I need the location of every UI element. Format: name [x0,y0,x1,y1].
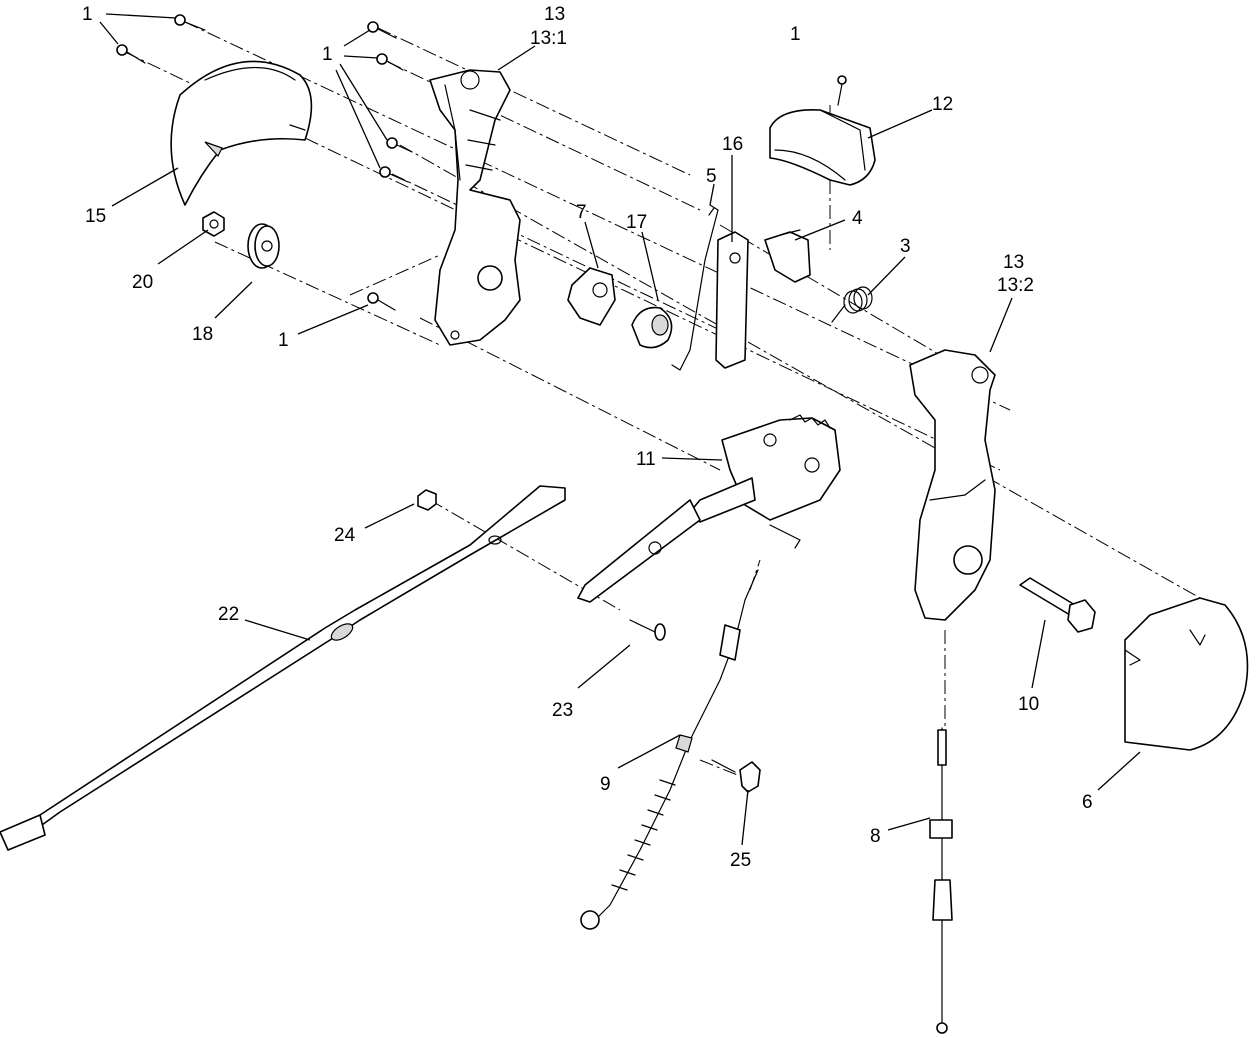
callout-4: 4 [852,208,863,229]
callout-3: 3 [900,236,911,257]
pivot-bolt-part [1019,577,1096,633]
screw-icon [367,21,397,39]
callout-18: 18 [192,324,213,345]
screw-icon [376,53,404,71]
nut-part [417,489,437,511]
callout-13: 13 [544,4,565,25]
callout-10: 10 [1018,694,1039,715]
bolt-part [711,759,761,793]
callout-17: 17 [626,212,647,233]
pin-part [629,619,666,641]
callout-1: 1 [82,4,93,25]
pawl-part [567,267,616,326]
callout-16: 16 [722,134,743,155]
callout-13-2: 13:2 [997,275,1034,296]
callout-20: 20 [132,272,153,293]
callout-5: 5 [706,166,717,187]
callout-8: 8 [870,826,881,847]
screw-icon [386,137,413,153]
callout-6: 6 [1082,792,1093,813]
left-cover-part [170,60,313,206]
bushing-part [631,306,673,349]
callout-13-1: 13:1 [530,28,567,49]
screw-icon [367,292,396,311]
callout-24: 24 [334,525,356,546]
screw-set [116,14,847,311]
lever-bracket-part [577,414,841,603]
cable-part [929,727,953,1034]
callout-25: 25 [730,850,751,871]
nut-part [202,211,225,237]
spring-part [831,286,873,323]
screw-icon [116,44,146,64]
cable-part [580,569,759,930]
handle-cap-part [769,109,876,186]
callout-23: 23 [552,700,573,721]
callout-7: 7 [576,202,587,223]
leader-lines [99,13,1141,846]
plate-part [715,231,749,369]
washer-part [247,223,280,269]
callout-labels: 1 1 13 13:1 1 12 16 15 5 7 17 4 3 13 13:… [82,4,1093,871]
callout-1: 1 [278,330,289,351]
screw-icon [379,166,409,183]
screw-icon [837,75,847,106]
right-bracket-part [909,349,996,621]
rod-part [671,204,719,371]
callout-11: 11 [636,449,656,470]
callout-15: 15 [85,206,106,227]
right-cover-part [1124,597,1249,751]
callout-1: 1 [322,44,333,65]
callout-12: 12 [932,94,953,115]
latch-part [764,229,811,283]
callout-22: 22 [218,604,239,625]
callout-1: 1 [790,24,801,45]
callout-9: 9 [600,774,611,795]
callout-13: 13 [1003,252,1024,273]
link-rod-part [0,485,566,851]
screw-icon [174,14,206,31]
left-bracket-part [429,69,521,346]
